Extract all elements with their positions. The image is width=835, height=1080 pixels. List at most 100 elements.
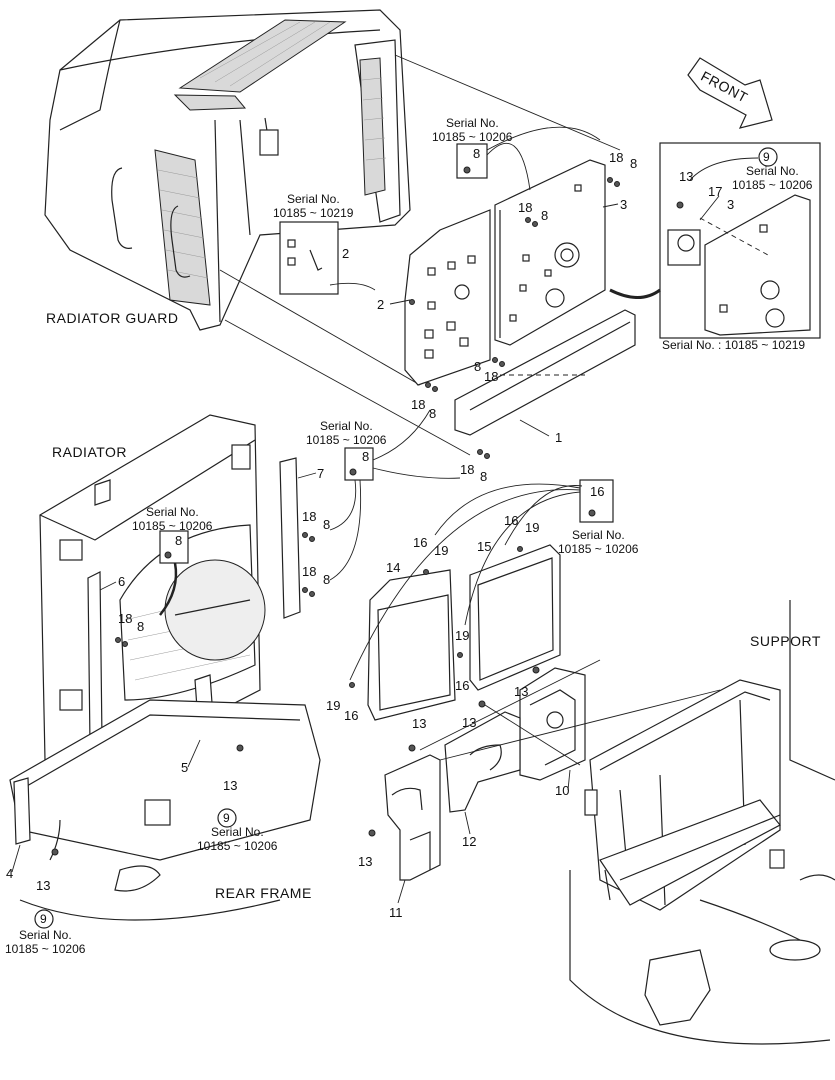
callout-4: 4 bbox=[6, 866, 13, 881]
svg-text:Serial No.: Serial No. bbox=[446, 116, 499, 130]
support-label: SUPPORT bbox=[750, 633, 821, 649]
part-12 bbox=[444, 711, 521, 813]
svg-text:Serial No.: Serial No. bbox=[146, 505, 199, 519]
part-10 bbox=[519, 667, 586, 781]
svg-text:Serial No.: Serial No. bbox=[572, 528, 625, 542]
callout-8: 8 bbox=[474, 359, 481, 374]
svg-text:9: 9 bbox=[40, 912, 47, 926]
callout-12: 12 bbox=[462, 834, 476, 849]
callout-2: 2 bbox=[377, 297, 384, 312]
callout-18: 18 bbox=[460, 462, 474, 477]
callout-18: 18 bbox=[302, 509, 316, 524]
svg-text:10185 ~ 10206: 10185 ~ 10206 bbox=[306, 433, 387, 447]
callout-8: 8 bbox=[323, 572, 330, 587]
part-11 bbox=[384, 754, 441, 881]
serial-note-d: Serial No. 10185 ~ 10206 8 bbox=[306, 419, 387, 481]
serial-note-b: Serial No. 10185 ~ 10219 2 bbox=[273, 192, 354, 295]
svg-text:10185 ~ 10206: 10185 ~ 10206 bbox=[132, 519, 213, 533]
svg-text:9: 9 bbox=[223, 811, 230, 825]
callout-13: 13 bbox=[412, 716, 426, 731]
svg-text:Serial No.: Serial No. bbox=[746, 164, 799, 178]
callout-16: 16 bbox=[455, 678, 469, 693]
panel-2 bbox=[404, 209, 491, 386]
radiator-guard-label: RADIATOR GUARD bbox=[46, 310, 179, 326]
callout-16: 16 bbox=[344, 708, 358, 723]
svg-text:10185 ~ 10206: 10185 ~ 10206 bbox=[5, 942, 86, 956]
svg-text:9: 9 bbox=[763, 150, 770, 164]
detail-box: 9 Serial No. 10185 ~ 10206 Serial No. : … bbox=[659, 142, 821, 352]
callout-13: 13 bbox=[358, 854, 372, 869]
callout-13: 13 bbox=[36, 878, 50, 893]
part-7 bbox=[279, 457, 301, 619]
callout-13: 13 bbox=[679, 169, 693, 184]
part-1-channel bbox=[454, 309, 636, 436]
box-a bbox=[456, 143, 488, 179]
front-arrow: FRONT bbox=[687, 57, 773, 129]
panel-3 bbox=[494, 159, 606, 346]
callout-18: 18 bbox=[518, 200, 532, 215]
svg-text:Serial No.: Serial No. bbox=[320, 419, 373, 433]
svg-text:10185 ~ 10206: 10185 ~ 10206 bbox=[732, 178, 813, 192]
callout-3-detail: 3 bbox=[727, 197, 734, 212]
callout-13: 13 bbox=[223, 778, 237, 793]
panel-15 bbox=[469, 544, 561, 691]
svg-text:10185 ~ 10206: 10185 ~ 10206 bbox=[558, 542, 639, 556]
callout-3: 3 bbox=[620, 197, 627, 212]
svg-text:Serial No.: Serial No. bbox=[287, 192, 340, 206]
rear-frame-assembly bbox=[9, 699, 321, 921]
callout-18: 18 bbox=[609, 150, 623, 165]
callout-18: 18 bbox=[484, 369, 498, 384]
callout-19: 19 bbox=[525, 520, 539, 535]
callout-leaders bbox=[11, 195, 720, 904]
callout-18: 18 bbox=[302, 564, 316, 579]
callout-19: 19 bbox=[326, 698, 340, 713]
callout-8: 8 bbox=[480, 469, 487, 484]
callout-16: 16 bbox=[413, 535, 427, 550]
callout-16: 16 bbox=[504, 513, 518, 528]
rear-frame-label: REAR FRAME bbox=[215, 885, 312, 901]
part-6 bbox=[87, 571, 103, 746]
serial-note-c: Serial No. 10185 ~ 10206 8 bbox=[132, 505, 213, 564]
callout-15: 15 bbox=[477, 539, 491, 554]
svg-text:10185 ~ 10206: 10185 ~ 10206 bbox=[432, 130, 513, 144]
svg-text:8: 8 bbox=[175, 533, 182, 548]
svg-text:10185 ~ 10206: 10185 ~ 10206 bbox=[197, 839, 278, 853]
callout-19: 19 bbox=[434, 543, 448, 558]
callout-14: 14 bbox=[386, 560, 400, 575]
callout-19: 19 bbox=[455, 628, 469, 643]
serial-note-a: Serial No. 10185 ~ 10206 8 bbox=[432, 116, 513, 179]
callout-6: 6 bbox=[118, 574, 125, 589]
callout-13: 13 bbox=[514, 684, 528, 699]
svg-text:Serial No. : 10185 ~ 10219: Serial No. : 10185 ~ 10219 bbox=[662, 338, 805, 352]
svg-text:2: 2 bbox=[342, 246, 349, 261]
callout-7: 7 bbox=[317, 466, 324, 481]
callout-11: 11 bbox=[389, 905, 403, 920]
callout-labels: 1 2 3 3 4 5 6 7 8 8 8 8 8 8 8 8 10 11 12… bbox=[6, 150, 734, 920]
callout-18: 18 bbox=[118, 611, 132, 626]
svg-text:16: 16 bbox=[590, 484, 604, 499]
callout-8: 8 bbox=[541, 208, 548, 223]
fasteners bbox=[51, 177, 684, 856]
callout-17: 17 bbox=[708, 184, 722, 199]
panel-14 bbox=[367, 569, 456, 721]
callout-8: 8 bbox=[429, 406, 436, 421]
svg-text:Serial No.: Serial No. bbox=[211, 825, 264, 839]
support-assembly bbox=[569, 600, 835, 1045]
svg-text:10185 ~ 10219: 10185 ~ 10219 bbox=[273, 206, 354, 220]
callout-5: 5 bbox=[181, 760, 188, 775]
serial-note-f: 9 Serial No. 10185 ~ 10206 bbox=[197, 808, 278, 853]
callout-8: 8 bbox=[137, 619, 144, 634]
radiator-guard-assembly bbox=[44, 9, 411, 331]
callout-8: 8 bbox=[630, 156, 637, 171]
callout-18: 18 bbox=[411, 397, 425, 412]
svg-text:8: 8 bbox=[473, 146, 480, 161]
callout-8: 8 bbox=[323, 517, 330, 532]
callout-13: 13 bbox=[462, 715, 476, 730]
callout-1: 1 bbox=[555, 430, 562, 445]
serial-note-g: 9 Serial No. 10185 ~ 10206 bbox=[5, 909, 86, 956]
serial-note-e: 16 Serial No. 10185 ~ 10206 bbox=[558, 479, 639, 556]
callout-10: 10 bbox=[555, 783, 569, 798]
svg-text:Serial No.: Serial No. bbox=[19, 928, 72, 942]
svg-text:8: 8 bbox=[362, 449, 369, 464]
